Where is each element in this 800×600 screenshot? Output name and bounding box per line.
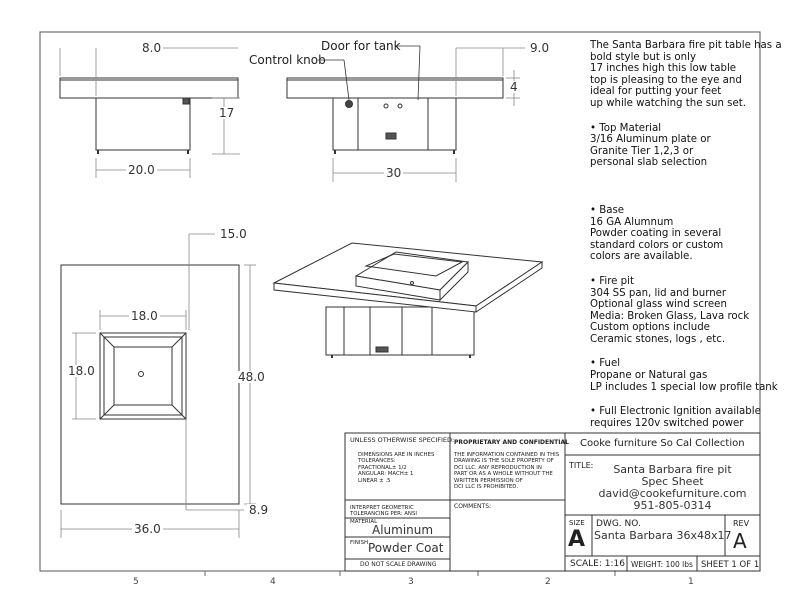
title-block-lines (344, 432, 761, 572)
tb-proprietary: PROPRIETARY AND CONFIDENTIAL (454, 439, 569, 446)
tb-scale: SCALE: 1:16 (570, 559, 625, 569)
note-fuel: • Fuel Propane or Natural gas LP include… (590, 358, 778, 393)
tb-sheet: SHEET 1 OF 1 (701, 560, 760, 570)
dim-top-bottom-offset: 8.9 (247, 503, 271, 517)
top-dims (60, 233, 256, 538)
tb-rev-label: REV (733, 519, 750, 528)
zone-label: 4 (270, 577, 276, 587)
tb-weight: WEIGHT: 100 lbs (631, 560, 693, 569)
front-dims (59, 47, 240, 178)
tb-info: THE INFORMATION CONTAINED IN THIS DRAWIN… (454, 452, 560, 491)
zone-label: 3 (408, 577, 414, 587)
tb-comments: COMMENTS: (454, 503, 492, 510)
tb-dwg-number: Santa Barbara 36x48x17 (594, 529, 732, 542)
dim-top-pan-depth: 18.0 (66, 364, 97, 378)
dim-side-top-overhang: 9.0 (528, 41, 552, 55)
tb-rev: A (733, 529, 747, 553)
zone-label: 1 (688, 577, 694, 587)
note-base: • Base 16 GA Alumnum Powder coating in s… (590, 204, 724, 263)
dim-side-top-thickness: 4 (508, 80, 520, 94)
dim-side-base-width: 30 (384, 166, 404, 180)
note-ignition: • Full Electronic Ignition available req… (590, 406, 761, 429)
iso-view (272, 242, 544, 358)
zone-label: 2 (545, 577, 551, 587)
tb-noscale: DO NOT SCALE DRAWING (360, 561, 437, 568)
tb-size-label: SIZE (569, 519, 585, 527)
dim-top-overall-width: 36.0 (132, 522, 163, 536)
callout-leaders (318, 45, 421, 101)
dim-top-overall-depth: 48.0 (236, 370, 267, 384)
note-intro: The Santa Barbara fire pit table has a b… (590, 40, 782, 109)
dim-front-height: 17 (217, 106, 237, 120)
top-view (60, 264, 240, 505)
callout-knob: Control knob (249, 53, 326, 67)
tb-unless: UNLESS OTHERWISE SPECIFIED: (350, 436, 455, 444)
callout-door: Door for tank (321, 39, 401, 53)
tb-title: Santa Barbara fire pit Spec Sheet david@… (598, 463, 747, 512)
dim-top-pan-offset: 15.0 (218, 227, 249, 241)
note-fire-pit: • Fire pit 304 SS pan, lid and burner Op… (590, 275, 750, 345)
tb-material-label: MATERIAL (350, 519, 378, 525)
note-top-material: • Top Material 3/16 Aluminum plate or Gr… (590, 122, 711, 169)
side-view (286, 77, 504, 154)
tb-interpret: INTERPRET GEOMETRIC TOLERANCING PER: ANS… (350, 505, 417, 518)
tb-size: A (568, 527, 586, 552)
tb-finish: Powder Coat (368, 541, 444, 555)
tb-title-label: TITLE: (569, 461, 594, 470)
tb-company: Cooke furniture So Cal Collection (580, 438, 745, 449)
zone-label: 5 (133, 577, 139, 587)
spec-notes: The Santa Barbara fire pit table has a b… (590, 40, 790, 442)
front-view (59, 77, 239, 154)
tb-finish-label: FINISH (350, 540, 369, 546)
dim-top-pan-width: 18.0 (129, 309, 160, 323)
dim-front-top-overhang: 8.0 (140, 41, 164, 55)
tb-tolerances: DIMENSIONS ARE IN INCHES TOLERANCES: FRA… (358, 452, 435, 484)
tb-material: Aluminum (372, 523, 434, 537)
tb-dwg-label: DWG. NO. (596, 519, 641, 529)
dim-front-base-width: 20.0 (126, 163, 157, 177)
